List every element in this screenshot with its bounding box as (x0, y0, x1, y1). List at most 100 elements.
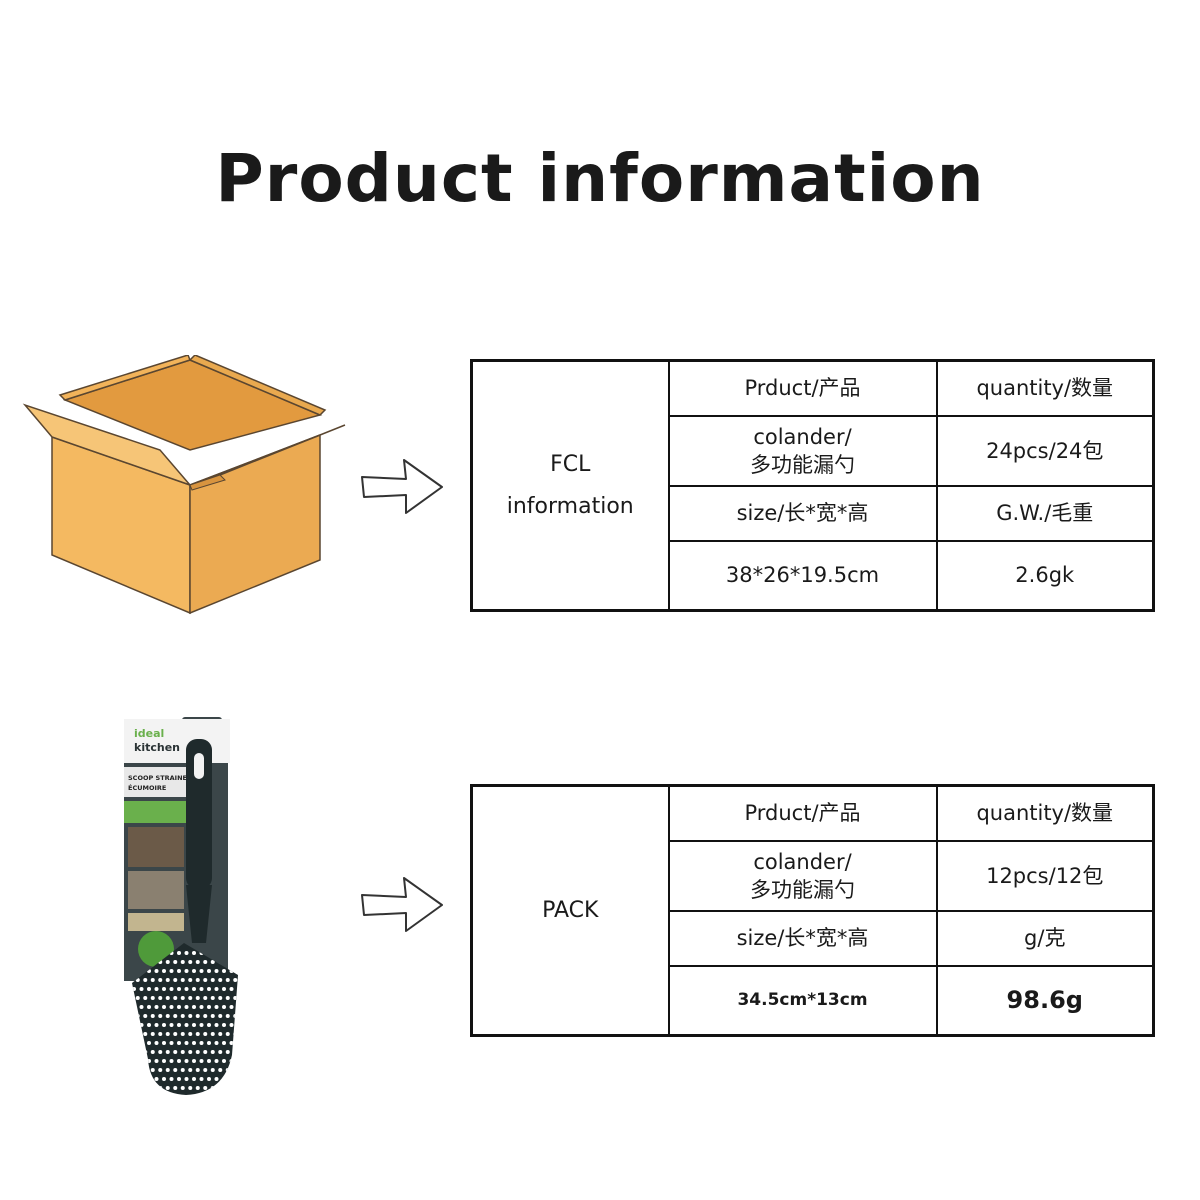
strainer-hole (180, 996, 185, 1000)
fcl-label-line1: FCL (550, 451, 591, 477)
strainer-hole (139, 987, 144, 991)
strainer-hole (229, 1059, 234, 1063)
strainer-hole (210, 1032, 215, 1036)
strainer-hole (214, 1005, 219, 1009)
right-arrow-icon (361, 877, 443, 932)
strainer-hole (192, 1005, 196, 1009)
strainer-hole (169, 969, 174, 973)
fcl-weight-header: G.W./毛重 (935, 484, 1155, 542)
strainer-hole (214, 1077, 219, 1081)
strainer-hole (173, 996, 178, 1000)
strainer-hole (195, 1068, 200, 1072)
fcl-weight: 2.6gk (935, 539, 1155, 612)
strainer-hole (180, 1014, 185, 1018)
strainer-hole (180, 1068, 185, 1072)
strainer-hole (173, 1068, 178, 1072)
strainer-hole (192, 951, 196, 955)
fcl-info-table: FCL information Prduct/产品 quantity/数量 co… (470, 359, 1155, 612)
strainer-hole (207, 1077, 211, 1081)
strainer-hole (132, 987, 136, 991)
strainer-hole (225, 1014, 230, 1018)
strainer-hole (180, 1032, 185, 1036)
strainer-hole (150, 978, 155, 982)
strainer-hole (195, 960, 200, 964)
strainer-hole (210, 1014, 215, 1018)
strainer-hole (169, 1023, 174, 1027)
strainer-hole (214, 1059, 219, 1063)
strainer-hole (207, 987, 211, 991)
strainer-hole (210, 960, 215, 964)
strainer-hole (150, 1068, 155, 1072)
strainer-hole (218, 1068, 223, 1072)
strainer-hole (184, 987, 189, 991)
strainer-hole (218, 978, 223, 982)
strainer-hole (218, 996, 223, 1000)
strainer-hole (143, 1014, 148, 1018)
strainer-hole (207, 969, 211, 973)
strainer-hole (192, 1023, 196, 1027)
strainer-hole (233, 1050, 238, 1054)
strainer-hole (233, 1032, 238, 1036)
strainer-hole (165, 960, 170, 964)
strainer-hole (135, 1068, 140, 1072)
strainer-hole (207, 1059, 211, 1063)
strainer-hole (225, 978, 230, 982)
strainer-hole (154, 987, 159, 991)
strainer-hole (218, 1086, 223, 1090)
strainer-hole (177, 987, 181, 991)
strainer-hole (199, 1077, 204, 1081)
pack-info-table: PACK Prduct/产品 quantity/数量 colander/ 多功能… (470, 784, 1155, 1037)
strainer-hole (203, 978, 208, 982)
strainer-hole (203, 1068, 208, 1072)
strainer-hole (195, 1032, 200, 1036)
strainer-hole (158, 1068, 163, 1072)
strainer-hole (222, 1077, 226, 1081)
strainer-hole (162, 1023, 166, 1027)
strainer-hole (203, 1050, 208, 1054)
strainer-hole (143, 1032, 148, 1036)
strainer-hole (188, 960, 193, 964)
strainer-hole (177, 1005, 181, 1009)
strainer-hole (158, 1050, 163, 1054)
pack-size: 34.5cm*13cm (667, 964, 938, 1037)
strainer-hole (188, 1050, 193, 1054)
strainer-hole (143, 1050, 148, 1054)
strainer-hole (218, 1032, 223, 1036)
pack-quantity: 12pcs/12包 (935, 839, 1155, 912)
strainer-hole (150, 1050, 155, 1054)
strainer-hole (165, 1050, 170, 1054)
strainer-hole (229, 987, 234, 991)
strainer-hole (158, 996, 163, 1000)
card-product-line2: ÉCUMOIRE (128, 783, 166, 792)
strainer-hole (139, 1005, 144, 1009)
strainer-hole (192, 1077, 196, 1081)
strainer-hole (233, 978, 238, 982)
strainer-hole (154, 1023, 159, 1027)
strainer-hole (199, 1005, 204, 1009)
strainer-hole (135, 1014, 140, 1018)
strainer-hole (165, 978, 170, 982)
strainer-hole (214, 987, 219, 991)
page-title: Product information (215, 140, 985, 217)
strainer-hole (233, 1086, 238, 1090)
strainer-hole (162, 1005, 166, 1009)
strainer-hole (150, 1014, 155, 1018)
strainer-hole (184, 969, 189, 973)
strainer-hole (143, 978, 148, 982)
strainer-hole (135, 1032, 140, 1036)
strainer-hole (173, 1032, 178, 1036)
strainer-hole (233, 1014, 238, 1018)
strainer-hole (203, 996, 208, 1000)
strainer-hole (203, 1032, 208, 1036)
strainer-hole (199, 969, 204, 973)
strainer-hole (150, 1032, 155, 1036)
strainer-hole (233, 996, 238, 1000)
strainer-hole (177, 1059, 181, 1063)
pack-weight-header: g/克 (935, 909, 1155, 967)
strainer-hole (225, 1086, 230, 1090)
strainer-hole (139, 1059, 144, 1063)
strainer-hole (184, 1077, 189, 1081)
strainer-hole (147, 1077, 151, 1081)
strainer-hole (222, 969, 226, 973)
strainer-hole (173, 1050, 178, 1054)
